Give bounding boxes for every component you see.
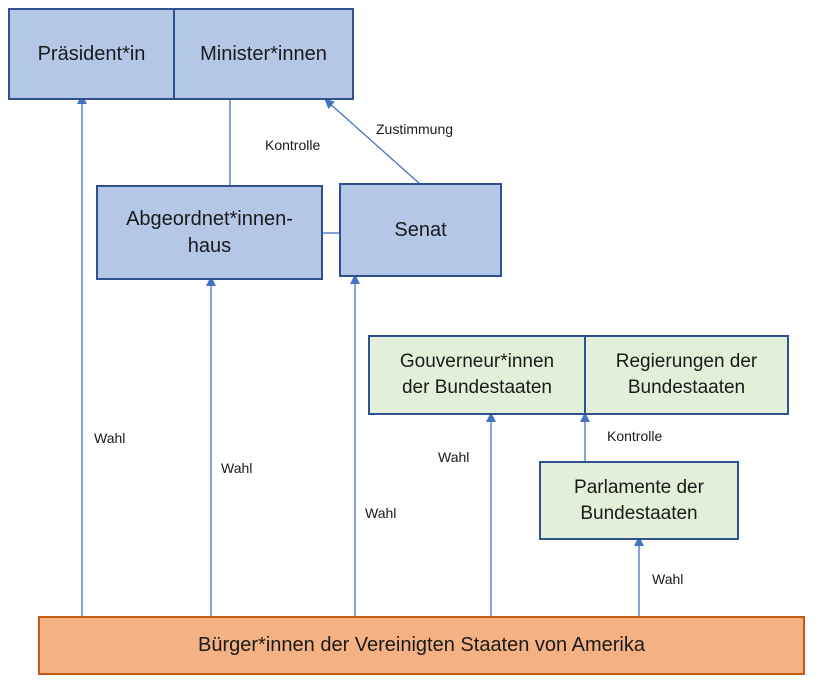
wahl-abgeordnet-label: Wahl [221, 460, 253, 476]
gouverneur-line2: der Bundestaaten [401, 377, 552, 398]
regierungen-label: Regierungen der Bundestaaten [616, 349, 758, 400]
regierungen-line1: Regierungen der [615, 351, 758, 373]
wahl-senat-label: Wahl [365, 505, 397, 521]
abgeordnetenhaus-label: Abgeordnet*innen- haus [126, 206, 293, 260]
abgeordnetenhaus-box: Abgeordnet*innen- haus [96, 185, 323, 280]
buerger-box: Bürger*innen der Vereinigten Staaten von… [38, 616, 805, 675]
senat-label: Senat [394, 218, 447, 241]
kontrolle-right-label: Kontrolle [607, 428, 663, 444]
parlamente-box: Parlamente der Bundestaaten [539, 461, 739, 540]
gouverneur-label: Gouverneur*innen der Bundestaaten [400, 349, 554, 400]
praesident-box: Präsident*in [8, 8, 175, 100]
wahl-praesident-label: Wahl [94, 430, 126, 446]
parlamente-line2: Bundestaaten [580, 502, 698, 524]
parlamente-label: Parlamente der Bundestaaten [574, 475, 704, 526]
minister-label: Minister*innen [200, 42, 327, 65]
regierungen-line2: Bundestaaten [627, 377, 746, 398]
wahl-parlamente-label: Wahl [652, 571, 684, 587]
gouverneur-box: Gouverneur*innen der Bundestaaten [368, 335, 586, 415]
gouverneur-line1: Gouverneur*innen [399, 351, 555, 373]
praesident-label: Präsident*in [37, 42, 146, 65]
abgeordnetenhaus-line1: Abgeordnet*innen- [126, 207, 293, 230]
parlamente-line1: Parlamente der [574, 476, 704, 498]
minister-box: Minister*innen [173, 8, 354, 100]
wahl-gouverneur-label: Wahl [438, 449, 470, 465]
regierungen-box: Regierungen der Bundestaaten [584, 335, 789, 415]
kontrolle-top-label: Kontrolle [265, 137, 321, 153]
buerger-label: Bürger*innen der Vereinigten Staaten von… [198, 634, 645, 656]
senat-box: Senat [339, 183, 502, 277]
zustimmung-label: Zustimmung [376, 121, 454, 137]
abgeordnetenhaus-line2: haus [187, 234, 232, 257]
arrow-zustimmung [324, 98, 421, 185]
